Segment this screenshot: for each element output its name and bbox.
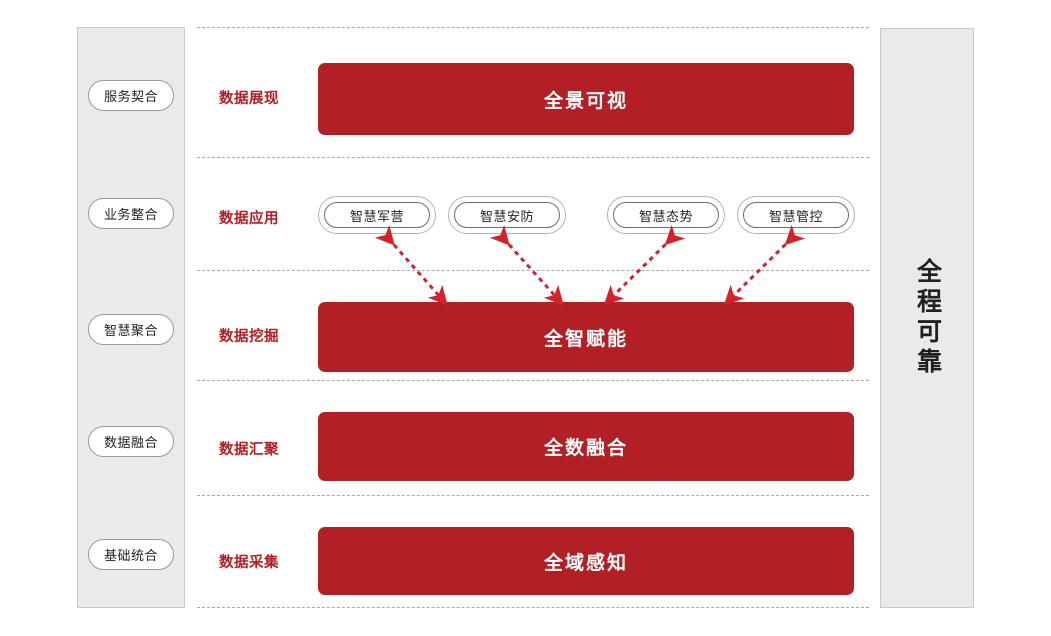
app-pill-label: 智慧管控	[768, 208, 823, 224]
red-bar-label: 全域感知	[543, 552, 628, 574]
app-pill-inner-ring: 智慧管控	[743, 202, 849, 228]
red-bar-full-domain-sensing[interactable]: 全域感知	[318, 527, 854, 595]
divider-top	[197, 27, 869, 28]
divider-application-mining	[197, 270, 869, 271]
row-label-mining: 数据挖掘	[219, 329, 279, 345]
app-pill-smart-control[interactable]: 智慧管控	[737, 196, 855, 234]
red-bar-label: 全数融合	[543, 438, 628, 459]
app-pill-label: 智慧军营	[349, 208, 404, 224]
red-bar-panoramic-visibility[interactable]: 全景可视	[318, 63, 854, 135]
app-pill-inner-ring: 智慧军营	[324, 202, 430, 228]
red-bar-full-data-fusion[interactable]: 全数融合	[318, 412, 854, 481]
row-label-application: 数据应用	[219, 211, 279, 227]
app-pill-smart-security[interactable]: 智慧安防	[448, 196, 566, 234]
app-pill-inner-ring: 智慧态势	[613, 202, 719, 228]
row-label-presentation: 数据展现	[219, 91, 279, 107]
divider-aggregation-collection	[197, 495, 869, 496]
divider-bottom	[197, 607, 869, 608]
stage-pill-label: 智慧聚合	[103, 323, 158, 338]
center-stack: 数据展现 数据应用 数据挖掘 数据汇聚 数据采集 全景可视 全智赋能 全数融合 …	[197, 27, 869, 608]
right-reliability-panel: 全程可靠	[880, 28, 974, 608]
app-pill-inner-ring: 智慧安防	[454, 202, 560, 228]
stage-pill-label: 数据融合	[103, 435, 158, 450]
stage-pill-business[interactable]: 业务整合	[88, 198, 174, 229]
red-bar-label: 全智赋能	[543, 328, 628, 350]
stage-pill-label: 业务整合	[103, 207, 158, 222]
red-bar-full-intelligence[interactable]: 全智赋能	[318, 302, 854, 372]
stage-pill-service[interactable]: 服务契合	[88, 80, 174, 111]
app-pill-smart-situation[interactable]: 智慧态势	[607, 196, 725, 234]
divider-presentation-application	[197, 157, 869, 158]
app-pill-smart-barracks[interactable]: 智慧军营	[318, 196, 436, 234]
stage-pill-intelligence[interactable]: 智慧聚合	[88, 314, 174, 345]
app-pill-label: 智慧态势	[638, 208, 693, 224]
stage-pill-data-fusion[interactable]: 数据融合	[88, 426, 174, 457]
stage-pill-foundation[interactable]: 基础统合	[88, 539, 174, 570]
vertical-title-text: 全程可靠	[913, 258, 942, 378]
divider-mining-aggregation	[197, 380, 869, 381]
red-bar-label: 全景可视	[543, 90, 628, 112]
app-pill-label: 智慧安防	[479, 208, 534, 224]
stage-pill-label: 基础统合	[103, 548, 158, 563]
row-label-collection: 数据采集	[219, 555, 279, 571]
stage-pill-label: 服务契合	[103, 89, 158, 104]
row-label-aggregation: 数据汇聚	[219, 442, 279, 458]
